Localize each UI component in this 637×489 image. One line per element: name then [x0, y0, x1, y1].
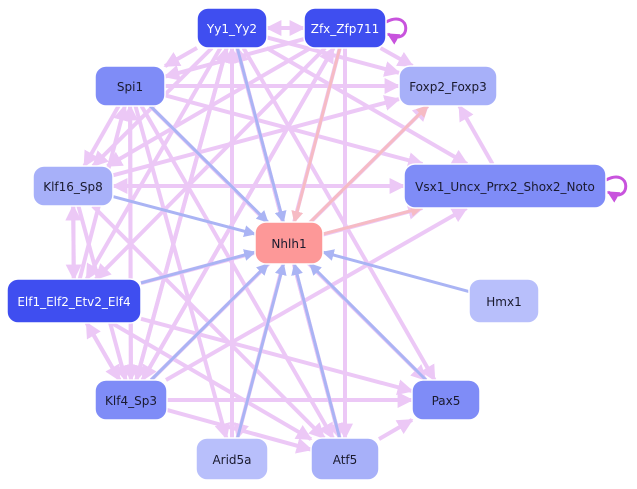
node-box[interactable]	[94, 65, 166, 107]
node-arid5a[interactable]: Arid5a	[195, 437, 269, 481]
edge-klf16-sp8-to-foxp2-foxp3	[112, 95, 401, 178]
node-atf5[interactable]: Atf5	[310, 437, 380, 481]
node-box[interactable]	[411, 379, 481, 421]
edge-yy1-yy2-to-spi1	[163, 46, 198, 68]
node-label: Elf1_Elf2_Etv2_Elf4	[17, 295, 130, 309]
node-box[interactable]	[310, 437, 380, 481]
edge-vsx1-uncx-prrx2-shox2-noto-to-foxp2-foxp3	[457, 104, 495, 165]
node-pax5[interactable]: Pax5	[411, 379, 481, 421]
node-box[interactable]	[6, 278, 142, 324]
edge-spi1-to-atf5	[139, 105, 335, 440]
node-label: Hmx1	[486, 295, 521, 309]
edge-klf4-sp3-to-vsx1-uncx-prrx2-shox2-noto	[165, 206, 468, 382]
edge-atf5-to-nhlh1	[291, 262, 342, 439]
edge-atf5-to-pax5	[377, 418, 414, 441]
node-yy1-yy2[interactable]: Yy1_Yy2	[196, 7, 268, 49]
node-box[interactable]	[94, 379, 168, 421]
edge-elf1-elf2-etv2-elf4-to-klf16-sp8	[65, 204, 82, 280]
edge-zfx-zfp711-to-nhlh1	[291, 47, 342, 224]
edge-zfx-zfp711-to-spi1	[163, 37, 305, 81]
node-nhlh1[interactable]: Nhlh1	[254, 221, 324, 265]
node-label: Klf16_Sp8	[43, 180, 103, 194]
node-box[interactable]	[195, 437, 269, 481]
edge-klf4-sp3-to-zfx-zfp711	[140, 46, 336, 381]
edge-hmx1-to-nhlh1	[321, 249, 470, 294]
edge-elf1-elf2-etv2-elf4-to-pax5	[140, 316, 414, 396]
edge-klf4-sp3-to-spi1	[122, 104, 139, 381]
edge-spi1-to-nhlh1	[149, 104, 269, 224]
node-box[interactable]	[32, 165, 114, 207]
node-box[interactable]	[403, 163, 607, 209]
node-label: Pax5	[432, 394, 461, 408]
edge-klf16-sp8-to-nhlh1	[112, 195, 257, 238]
node-label: Vsx1_Uncx_Prrx2_Shox2_Noto	[415, 180, 595, 194]
node-box[interactable]	[468, 278, 540, 324]
node-spi1[interactable]: Spi1	[94, 65, 166, 107]
edge-nhlh1-to-vsx1-uncx-prrx2-shox2-noto	[322, 204, 423, 236]
node-label: Arid5a	[212, 453, 251, 467]
node-elf1-elf2-etv2-elf4[interactable]: Elf1_Elf2_Etv2_Elf4	[6, 278, 142, 324]
node-box[interactable]	[303, 7, 387, 49]
edge-vsx1-uncx-prrx2-shox2-noto-to-vsx1-uncx-prrx2-shox2-noto	[605, 175, 628, 203]
node-box[interactable]	[196, 7, 268, 49]
edge-nhlh1-to-foxp2-foxp3	[309, 104, 429, 224]
edge-zfx-zfp711-to-zfx-zfp711	[385, 17, 408, 45]
node-klf4-sp3[interactable]: Klf4_Sp3	[94, 379, 168, 421]
edge-arid5a-to-nhlh1	[236, 262, 287, 439]
node-box[interactable]	[398, 65, 498, 107]
node-label: Foxp2_Foxp3	[409, 80, 487, 94]
node-label: Klf4_Sp3	[105, 394, 157, 408]
edge-zfx-zfp711-to-foxp2-foxp3	[379, 46, 414, 68]
edge-pax5-to-nhlh1	[308, 262, 428, 382]
node-box[interactable]	[254, 221, 324, 265]
edge-klf4-sp3-to-nhlh1	[150, 262, 269, 382]
node-label: Nhlh1	[271, 237, 306, 251]
node-foxp2-foxp3[interactable]: Foxp2_Foxp3	[398, 65, 498, 107]
node-label: Zfx_Zfp711	[311, 22, 380, 36]
node-klf16-sp8[interactable]: Klf16_Sp8	[32, 165, 114, 207]
node-label: Atf5	[333, 453, 358, 467]
edge-klf4-sp3-to-elf1-elf2-etv2-elf4	[84, 321, 122, 381]
edge-spi1-to-klf16-sp8	[82, 105, 121, 168]
node-label: Spi1	[117, 80, 143, 94]
node-vsx1-uncx-prrx2-shox2-noto[interactable]: Vsx1_Uncx_Prrx2_Shox2_Noto	[403, 163, 607, 209]
node-zfx-zfp711[interactable]: Zfx_Zfp711	[303, 7, 387, 49]
edge-yy1-yy2-to-pax5	[241, 47, 437, 382]
edge-yy1-yy2-to-nhlh1	[235, 47, 287, 224]
node-hmx1[interactable]: Hmx1	[468, 278, 540, 324]
node-label: Yy1_Yy2	[206, 22, 257, 36]
edge-elf1-elf2-etv2-elf4-to-nhlh1	[140, 249, 257, 285]
